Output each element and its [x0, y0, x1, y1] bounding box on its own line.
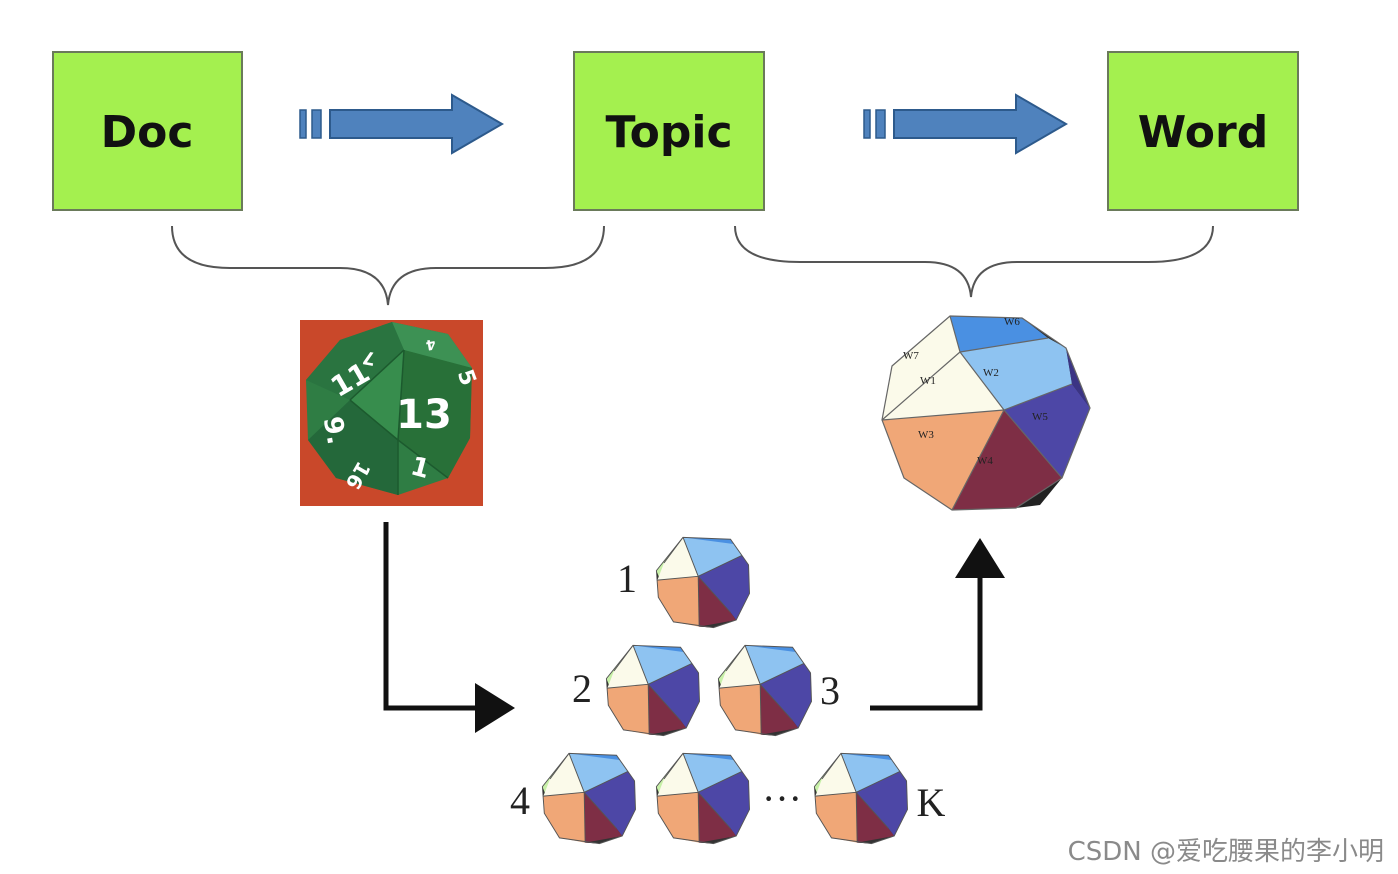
die-index-4: 4: [510, 778, 530, 823]
dice-ellipsis: ···: [762, 776, 802, 821]
doc-topic-brace: [171, 225, 605, 306]
topic-die-k: [813, 752, 908, 845]
face-label-w1: W1: [920, 375, 936, 387]
die-index-k: K: [917, 780, 946, 825]
doc-topic-die: 13 11 9. 5 7 1 16 4: [300, 320, 483, 506]
die-index-3: 3: [820, 668, 840, 713]
die-to-topic-dice-arrow: [383, 522, 515, 733]
topic-dice-to-word-die-arrow: [870, 538, 1005, 711]
topic-word-die: W1 W2 W3 W4 W5 W6 W7: [881, 315, 1091, 511]
topic-die-4: [541, 752, 636, 845]
doc-box: Doc: [52, 51, 243, 211]
topic-die-2: [605, 644, 700, 737]
die-number-4: 4: [424, 335, 437, 352]
die-index-1: 1: [617, 556, 637, 601]
die-index-2: 2: [572, 666, 592, 711]
die-number-13: 13: [396, 392, 452, 438]
face-label-w7: W7: [903, 350, 919, 362]
topic-die-1: [655, 536, 750, 629]
die-number-7: 7: [361, 346, 377, 369]
face-label-w2: W2: [983, 367, 999, 379]
word-label: Word: [1138, 107, 1268, 158]
doc-to-topic-arrow: [299, 93, 504, 155]
face-label-w3: W3: [918, 429, 934, 441]
face-label-w6: W6: [1004, 316, 1020, 328]
topic-die-3: [717, 644, 812, 737]
face-label-w5: W5: [1032, 411, 1048, 423]
csdn-watermark: CSDN @爱吃腰果的李小明: [1067, 837, 1384, 867]
topic-label: Topic: [605, 107, 732, 158]
word-box: Word: [1107, 51, 1299, 211]
face-label-w4: W4: [977, 455, 993, 467]
topic-die-5: [655, 752, 750, 845]
die-number-9: 9.: [317, 414, 351, 447]
topic-box: Topic: [573, 51, 765, 211]
doc-label: Doc: [101, 107, 194, 158]
topic-to-word-arrow: [863, 93, 1068, 155]
topic-word-brace: [734, 225, 1214, 298]
